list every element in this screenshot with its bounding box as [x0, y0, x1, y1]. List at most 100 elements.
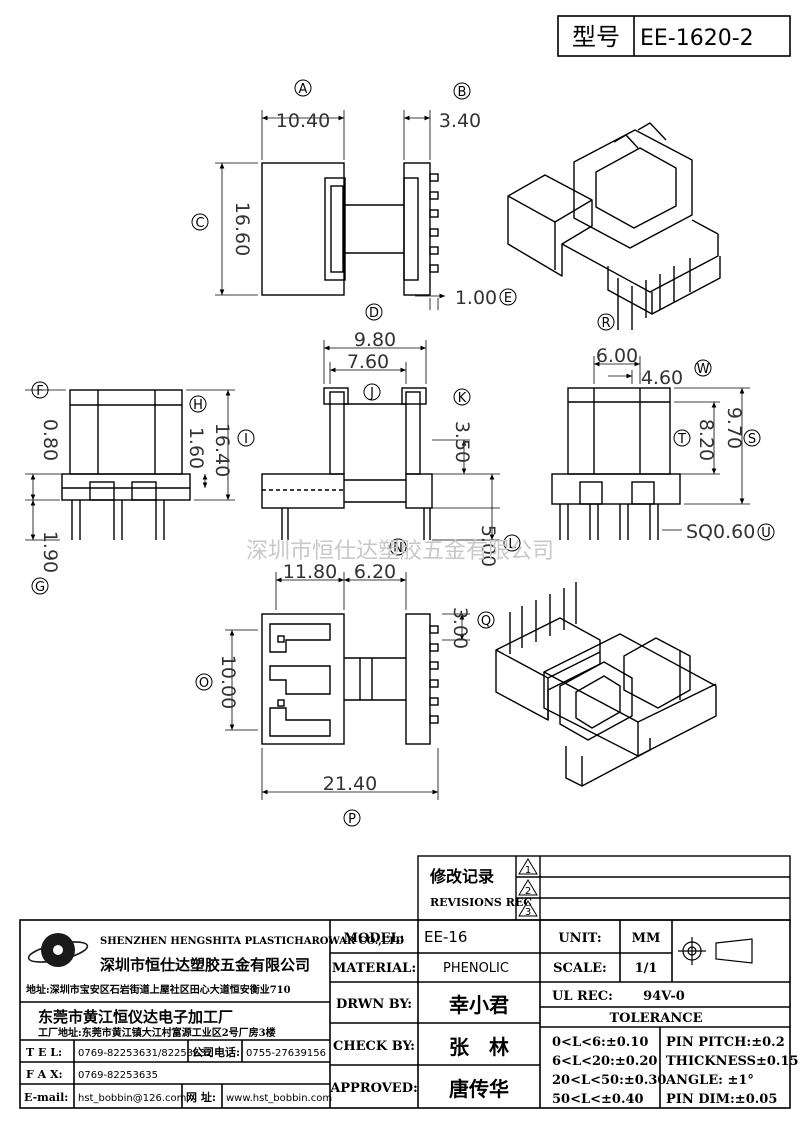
approved-value: 唐传华	[449, 1077, 509, 1101]
dim-I-value: 16.40	[211, 423, 233, 477]
side-view-right	[551, 387, 681, 540]
model-header-label: 型号	[572, 23, 620, 51]
approved-label: APPROVED:	[329, 1081, 418, 1096]
marker-L: L	[508, 537, 516, 552]
marker-E: E	[504, 291, 512, 306]
dim-Q-value: 3.00	[449, 607, 471, 649]
dim-U-value: SQ0.60	[686, 521, 755, 543]
material-field-value: PHENOLIC	[443, 961, 509, 976]
dim-L-value: 5.00	[477, 525, 499, 567]
check-by-value: 张 林	[449, 1035, 509, 1059]
marker-I: I	[244, 432, 248, 447]
phone-label: 公司电话:	[192, 1045, 240, 1059]
dimension-lines-view3	[225, 572, 470, 800]
unit-value: MM	[632, 931, 661, 946]
phone-value: 0755-27639156	[246, 1048, 326, 1059]
dim-F-value: 0.80	[39, 419, 61, 461]
tolerance-left-3: 20<L<50:±0.30	[552, 1073, 666, 1088]
tel-label: T E L:	[26, 1046, 62, 1059]
dim-D1-value: 9.80	[354, 329, 396, 351]
dimension-lines-view2-middle	[323, 340, 500, 541]
marker-W: W	[697, 362, 710, 377]
marker-O: O	[199, 676, 209, 691]
marker-J: J	[369, 386, 374, 401]
isometric-view-R	[507, 122, 721, 330]
marker-H: H	[193, 398, 203, 413]
view-marker-letters: A B C D E F G H I J K L N O P Q R S T U …	[35, 82, 771, 827]
dim-K-value: 3.50	[451, 421, 473, 463]
title-block-frame	[19, 919, 791, 1109]
revision-triangles	[518, 858, 538, 917]
model-field-value: EE-16	[424, 928, 467, 946]
dim-H-value: 1.60	[185, 427, 207, 469]
dim-O-value: 10.00	[217, 655, 239, 709]
dim-T-value: 8.20	[695, 419, 717, 461]
marker-D: D	[369, 306, 379, 321]
rev-mark-3: 3	[525, 907, 531, 918]
front-view	[261, 162, 439, 296]
marker-P: P	[348, 812, 356, 827]
email-value: hst_bobbin@126.com	[78, 1093, 186, 1104]
fax-value: 0769-82253635	[78, 1070, 158, 1081]
check-by-label: CHECK BY:	[333, 1039, 415, 1054]
dim-B-value: 3.40	[439, 110, 481, 132]
dimension-lines-view1	[215, 110, 445, 310]
bottom-view	[261, 613, 439, 745]
marker-G: G	[35, 580, 45, 595]
rev-mark-1: 1	[525, 865, 531, 876]
company-logo	[27, 933, 89, 967]
dim-D2-value: 7.60	[347, 351, 389, 373]
tolerance-left-2: 6<L<20:±0.20	[552, 1054, 657, 1069]
tolerance-right-1: PIN PITCH:±0.2	[666, 1035, 785, 1050]
tolerance-heading: TOLERANCE	[609, 1011, 702, 1026]
tolerance-left-4: 50<L<±0.40	[552, 1092, 644, 1107]
tolerance-left-1: 0<L<6:±0.10	[552, 1035, 648, 1050]
scale-label: SCALE:	[553, 961, 607, 976]
tolerance-right-3: ANGLE: ±1°	[665, 1073, 754, 1088]
dim-A-value: 10.40	[276, 110, 330, 132]
company-name-en: SHENZHEN HENGSHITA PLASTICHAROWAR CO.,LT…	[100, 936, 404, 947]
model-header: 型号 EE-1620-2	[557, 15, 791, 57]
material-field-label: MATERIAL:	[332, 961, 416, 976]
dim-S-value: 9.70	[723, 407, 745, 449]
company-name-cn: 深圳市恒仕达塑胶五金有限公司	[100, 956, 310, 974]
revisions-title-en: REVISIONS REC	[430, 896, 532, 909]
dim-W2-value: 4.60	[641, 367, 683, 389]
marker-S: S	[748, 432, 756, 447]
marker-B: B	[458, 85, 467, 100]
dim-W1-value: 6.00	[596, 345, 638, 367]
dimension-lines-view2-right	[593, 356, 750, 531]
fax-label: F A X:	[26, 1068, 63, 1081]
unit-label: UNIT:	[558, 931, 601, 946]
web-value: www.hst_bobbin.com	[226, 1093, 332, 1104]
ul-rec-value: 94V-0	[643, 989, 685, 1004]
dim-G-value: 1.90	[39, 531, 61, 573]
watermark: 深圳市恒仕达塑胶五金有限公司	[246, 539, 554, 564]
dim-N1-value: 11.80	[283, 561, 337, 583]
ul-rec-label: UL REC:	[552, 989, 613, 1004]
tolerance-right-2: THICKNESS±0.15	[666, 1054, 799, 1069]
email-label: E-mail:	[24, 1091, 68, 1104]
marker-Q: Q	[481, 614, 491, 629]
view-markers	[31, 79, 775, 827]
dimension-lines-view2-left	[25, 389, 235, 541]
scale-value: 1/1	[635, 961, 658, 976]
factory-name-cn: 东莞市黄江恒仪达电子加工厂	[38, 1008, 233, 1026]
drawn-by-value: 幸小君	[449, 993, 509, 1017]
marker-U: U	[761, 526, 771, 541]
isometric-view-Q	[495, 582, 717, 787]
revisions-title-cn: 修改记录	[429, 867, 494, 886]
rev-mark-2: 2	[525, 886, 531, 897]
side-view-left	[61, 389, 191, 540]
revisions-block	[417, 855, 791, 921]
dim-E-value: 1.00	[455, 287, 497, 309]
tel-value: 0769-82253631/82253632	[78, 1048, 212, 1059]
drawn-by-label: DRWN BY:	[336, 997, 412, 1012]
dim-P-value: 21.40	[323, 773, 377, 795]
marker-K: K	[458, 391, 467, 406]
projection-symbol-icon	[678, 937, 753, 965]
factory-address: 工厂地址:东莞市黄江镇大江村富源工业区2号厂房3楼	[38, 1026, 276, 1039]
marker-N: N	[393, 541, 403, 556]
marker-F: F	[36, 384, 43, 399]
